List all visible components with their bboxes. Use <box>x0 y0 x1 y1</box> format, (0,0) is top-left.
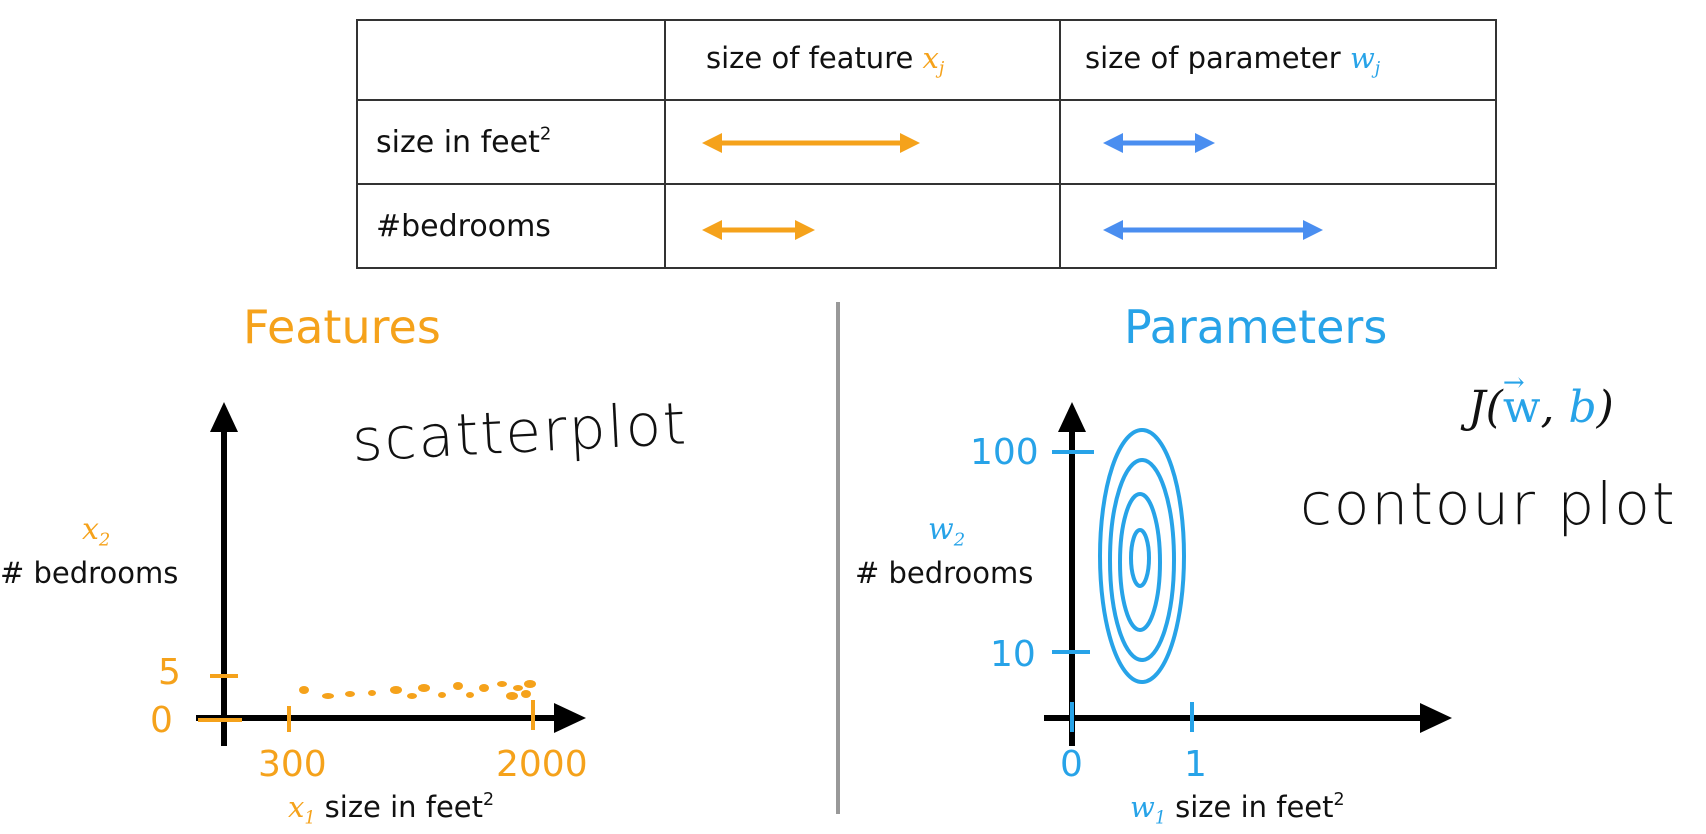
scatter-point <box>299 686 309 694</box>
parameters-x-axis <box>1044 703 1452 733</box>
scatter-point <box>497 681 507 687</box>
parameter-bedrooms-large-arrow <box>1103 220 1323 240</box>
header-parameter-size: size of parameter wj <box>1059 19 1497 101</box>
contour-ring-inner <box>1129 528 1151 588</box>
scatter-point <box>513 685 523 691</box>
table-header-row: size of feature xj size of parameter wj <box>356 19 1497 101</box>
header-feature-label: size of feature <box>706 40 923 75</box>
feature-bedrooms-arrow-cell <box>664 183 1061 269</box>
row-label-cell: size in feet2 <box>356 99 666 185</box>
scatter-point <box>521 690 531 698</box>
features-x-label: x1 size in feet2 <box>288 790 495 829</box>
scatter-point <box>390 686 402 694</box>
scatter-point <box>438 692 446 698</box>
features-tick-x-low-label: 300 <box>258 744 327 785</box>
parameters-y-axis <box>1058 402 1086 746</box>
contour-ring-2 <box>1108 458 1176 662</box>
scatter-point <box>407 693 417 699</box>
features-scatterplot <box>196 402 586 746</box>
cost-w-vector: w→ <box>1502 368 1541 433</box>
scatter-point <box>322 693 334 699</box>
feature-bedrooms-small-arrow <box>702 220 815 240</box>
features-title: Features <box>243 300 441 354</box>
parameter-size-arrow-cell <box>1059 99 1497 185</box>
row-label-cell: #bedrooms <box>356 183 666 269</box>
scatter-point <box>453 682 463 690</box>
parameters-tick-y-high-label: 100 <box>970 432 1039 473</box>
features-x-axis <box>196 703 586 733</box>
scatter-point <box>524 680 536 688</box>
feature-size-large-arrow <box>702 133 920 153</box>
cost-function-label: J(w→, b) <box>1468 368 1614 433</box>
header-parameter-sub: j <box>1374 59 1381 80</box>
features-y-axis <box>210 402 238 746</box>
contour-ring-3 <box>1118 492 1162 632</box>
comparison-table: size of feature xj size of parameter wj … <box>356 19 1497 269</box>
table-corner-cell <box>356 19 666 101</box>
header-feature-sub: j <box>938 59 945 80</box>
header-feature-var: x <box>922 40 939 75</box>
header-parameter-var: w <box>1349 40 1375 75</box>
parameters-tick-x-low-label: 0 <box>1060 744 1083 785</box>
scatter-point <box>418 684 430 692</box>
header-parameter-label: size of parameter <box>1085 40 1350 75</box>
parameters-tick-x-high-label: 1 <box>1184 744 1207 785</box>
scatter-point <box>466 692 474 698</box>
header-feature-size: size of feature xj <box>664 19 1061 101</box>
contour-rings <box>1098 428 1186 684</box>
parameters-y-label: # bedrooms <box>855 556 1034 590</box>
parameters-x-label: w1 size in feet2 <box>1130 790 1345 829</box>
row-label-size-sup: 2 <box>539 123 552 145</box>
features-y-label: # bedrooms <box>0 556 179 590</box>
features-tick-x-high-label: 2000 <box>496 744 588 785</box>
features-scatter-points <box>299 680 536 700</box>
parameters-title: Parameters <box>1124 300 1388 354</box>
parameter-bedrooms-arrow-cell <box>1059 183 1497 269</box>
table-row-bedrooms: #bedrooms <box>356 183 1497 269</box>
parameter-size-small-arrow <box>1103 133 1215 153</box>
table-row-size: size in feet2 <box>356 99 1497 185</box>
features-tick-y-high-label: 5 <box>158 652 181 693</box>
features-y-var: x2 <box>82 512 111 551</box>
parameters-contour-plot <box>1044 402 1452 746</box>
parameters-handwritten-label: contour plot <box>1300 470 1677 538</box>
scatter-point <box>368 690 376 696</box>
contour-ring-outer <box>1098 428 1186 684</box>
row-label-size: size in feet <box>376 125 540 161</box>
parameters-y-var: w2 <box>928 512 966 551</box>
parameters-tick-y-low-label: 10 <box>990 634 1036 675</box>
scatter-point <box>345 691 355 697</box>
row-label-bedrooms: #bedrooms <box>376 208 551 244</box>
scatter-point <box>506 692 518 700</box>
feature-size-arrow-cell <box>664 99 1061 185</box>
scatter-point <box>479 684 489 692</box>
features-tick-y-low-label: 0 <box>150 700 173 741</box>
section-divider <box>836 302 840 814</box>
